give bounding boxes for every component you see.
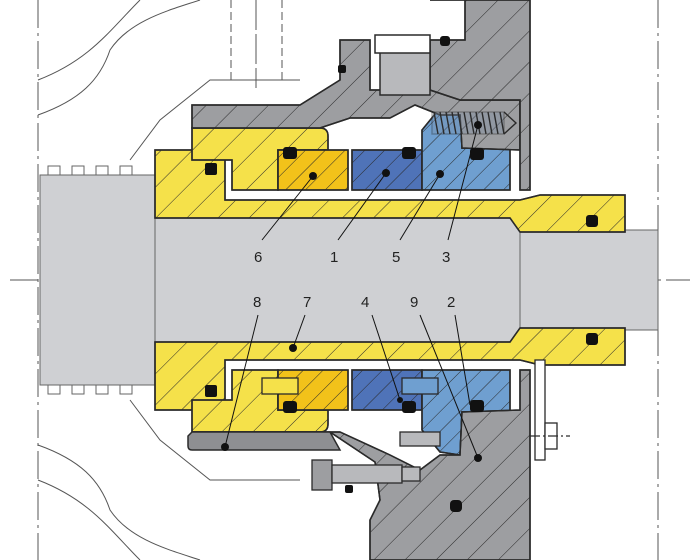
callout-2: 2 [447, 294, 455, 311]
callout-1: 1 [330, 249, 338, 266]
o-rings [205, 36, 598, 512]
callout-7: 7 [303, 294, 311, 311]
callout-5: 5 [392, 249, 400, 266]
bolts [261, 359, 570, 491]
gland-housing [187, 0, 531, 560]
spring [431, 111, 518, 135]
callout-4: 4 [361, 294, 369, 311]
leader-lines [224, 124, 479, 459]
callouts-top: 6 1 5 3 [254, 249, 450, 266]
rotating-face-part-6 [277, 149, 349, 411]
callout-8: 8 [253, 294, 261, 311]
callout-3: 3 [442, 249, 450, 266]
callouts-bottom: 8 7 4 9 2 [253, 294, 455, 311]
stationary-face-part-1 [351, 149, 423, 411]
callout-6: 6 [254, 249, 262, 266]
shaft [39, 165, 659, 395]
sleeve-part-7 [154, 149, 626, 411]
callout-9: 9 [410, 294, 418, 311]
pump-outline [37, 0, 300, 560]
holder [191, 127, 329, 433]
